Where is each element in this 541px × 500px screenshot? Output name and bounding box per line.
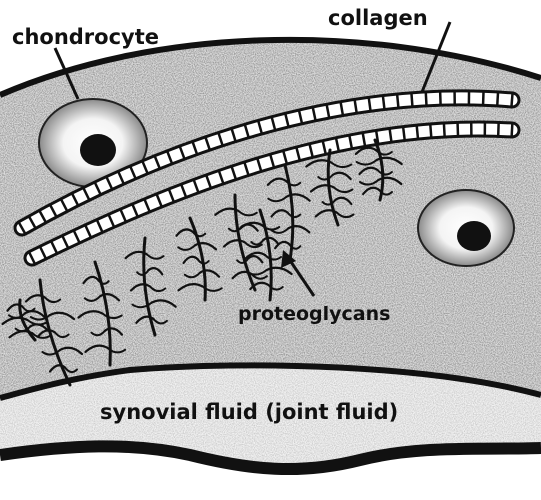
collagen-segment [444,124,445,136]
chondrocyte-cell-icon [418,190,514,266]
collagen-segment [369,98,371,110]
collagen-segment [417,126,418,138]
chondrocyte-label: chondrocyte [12,25,159,49]
collagen-segment [430,125,431,137]
collagen-segment [397,95,398,107]
collagen-segment [383,97,384,109]
collagen-segment [512,124,513,136]
synovial-fluid-label: synovial fluid (joint fluid) [100,400,398,424]
collagen-segment [512,94,513,106]
collagen-segment [411,94,412,106]
collagen-segment [497,93,498,105]
collagen-segment [403,128,404,140]
collagen-segment [390,129,392,141]
collagen-segment [426,93,427,105]
collagen-label: collagen [328,6,428,30]
proteoglycans-label: proteoglycans [238,303,390,325]
